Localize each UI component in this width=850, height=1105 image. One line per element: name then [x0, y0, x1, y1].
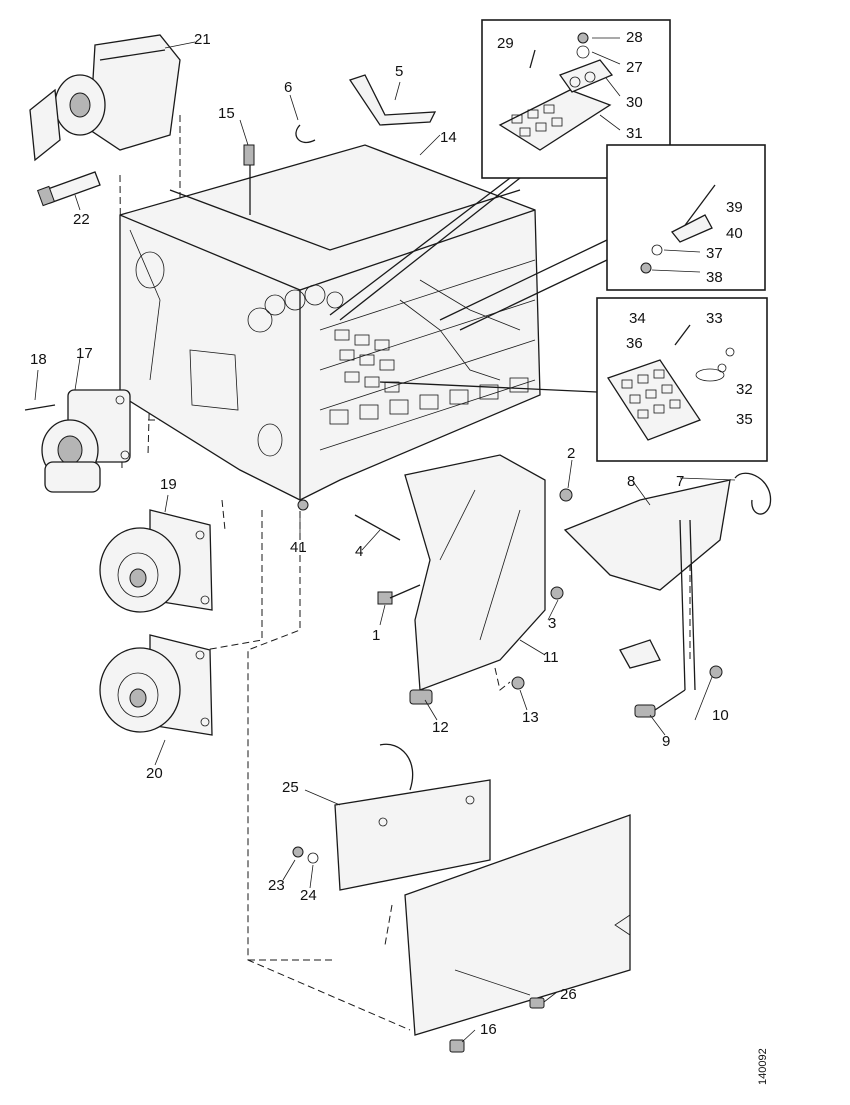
callout-31: 31 — [626, 125, 643, 142]
callout-40: 40 — [726, 225, 743, 242]
actuator-motor-20 — [99, 634, 213, 736]
callout-28: 28 — [626, 29, 643, 46]
callout-4: 4 — [355, 543, 364, 560]
callout-10: 10 — [712, 707, 729, 724]
callout-14: 14 — [440, 129, 457, 146]
reference-code: 140092 — [757, 1048, 769, 1085]
callout-13: 13 — [522, 709, 539, 726]
callout-9: 9 — [662, 733, 671, 750]
callout-11: 11 — [543, 649, 559, 666]
callout-21: 21 — [194, 31, 211, 48]
callout-3: 3 — [548, 615, 557, 632]
callout-41: 41 — [290, 539, 307, 556]
callout-27: 27 — [626, 59, 643, 76]
inset-detail-c — [379, 297, 768, 462]
actuator-motor-19 — [99, 509, 213, 613]
callout-29: 29 — [497, 35, 514, 52]
callout-6: 6 — [284, 79, 293, 96]
callout-24: 24 — [300, 887, 317, 904]
lower-plates — [292, 743, 631, 1053]
callout-15: 15 — [218, 105, 235, 122]
callout-32: 32 — [736, 381, 753, 398]
loose-parts — [243, 74, 772, 718]
leader-lines — [34, 41, 736, 1043]
actuator-motor-21 — [29, 34, 181, 207]
callout-18: 18 — [30, 351, 47, 368]
callout-16: 16 — [480, 1021, 497, 1038]
callout-12: 12 — [432, 719, 449, 736]
callout-36: 36 — [626, 335, 643, 352]
callout-33: 33 — [706, 310, 723, 327]
callout-2: 2 — [567, 445, 576, 462]
callout-35: 35 — [736, 411, 753, 428]
callout-22: 22 — [73, 211, 90, 228]
callout-30: 30 — [626, 94, 643, 111]
callout-39: 39 — [726, 199, 743, 216]
callout-37: 37 — [706, 245, 723, 262]
inset-detail-b — [439, 144, 766, 331]
callout-23: 23 — [268, 877, 285, 894]
callout-8: 8 — [627, 473, 636, 490]
callout-26: 26 — [560, 986, 577, 1003]
callout-7: 7 — [676, 473, 685, 490]
callout-17: 17 — [76, 345, 93, 362]
callout-25: 25 — [282, 779, 299, 796]
callout-19: 19 — [160, 476, 177, 493]
callout-34: 34 — [629, 310, 646, 327]
callout-5: 5 — [395, 63, 404, 80]
callout-38: 38 — [706, 269, 723, 286]
callout-1: 1 — [372, 627, 381, 644]
callout-20: 20 — [146, 765, 163, 782]
actuator-motor-17 — [24, 389, 131, 493]
